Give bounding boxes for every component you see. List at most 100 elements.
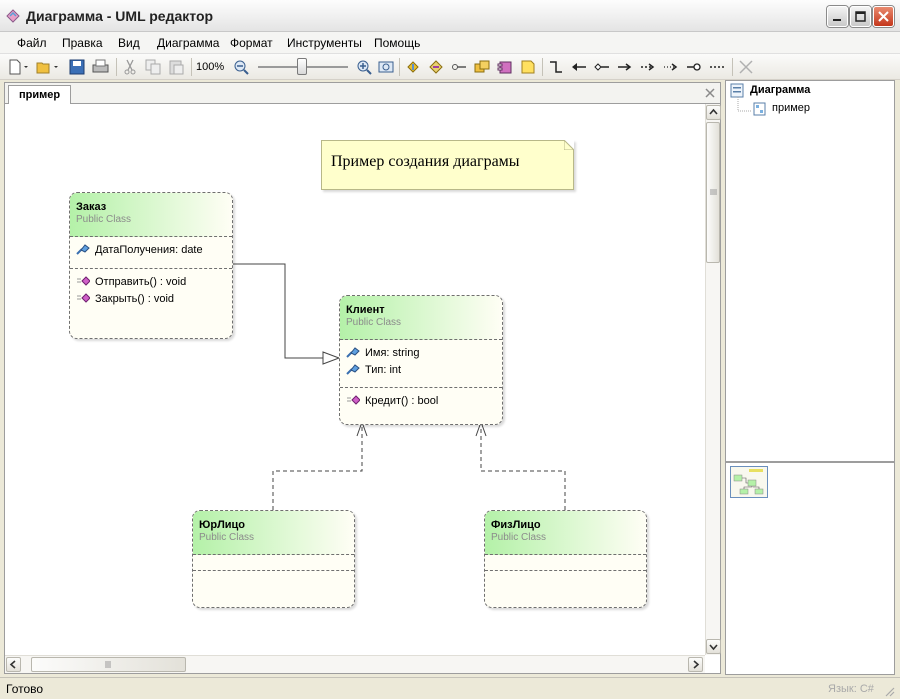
add-component-button[interactable] [495, 57, 515, 77]
chevron-down-icon [709, 644, 718, 651]
page-icon [753, 102, 766, 116]
open-folder-icon [36, 62, 58, 74]
menu-help[interactable]: Помощь [374, 36, 421, 50]
field-label: ДатаПолучения: date [95, 244, 203, 256]
dashed-arrow-icon [641, 63, 655, 71]
horizontal-scroll-thumb[interactable] [31, 657, 186, 672]
zoom-fit-button[interactable] [376, 57, 396, 77]
vertical-scroll-thumb[interactable] [706, 122, 720, 263]
connector-realization-button[interactable] [661, 57, 681, 77]
add-note-button[interactable] [518, 57, 538, 77]
menu-tools[interactable]: Инструменты [287, 36, 362, 50]
scroll-up-button[interactable] [706, 105, 721, 120]
class-fizlitso[interactable]: ФизЛицо Public Class [484, 510, 647, 608]
method-row[interactable]: Кредит() : bool [346, 393, 496, 410]
horizontal-scrollbar[interactable] [5, 655, 705, 673]
package-tool-icon [474, 60, 490, 73]
chevron-right-icon [693, 660, 700, 669]
connector-inheritance-button[interactable] [569, 57, 589, 77]
connector-lollipop-button[interactable] [684, 57, 704, 77]
minimize-button[interactable] [827, 6, 848, 27]
grip-icon [710, 189, 717, 195]
zoom-out-button[interactable] [231, 57, 251, 77]
print-button[interactable] [90, 57, 110, 77]
vertical-scrollbar[interactable] [705, 104, 721, 655]
copy-button[interactable] [143, 57, 163, 77]
scroll-left-button[interactable] [6, 657, 21, 672]
method-row[interactable]: Закрыть() : void [76, 291, 226, 308]
note-text: Пример создания диаграмы [331, 153, 520, 170]
class-yurlitso[interactable]: ЮрЛицо Public Class [192, 510, 355, 608]
menu-edit[interactable]: Правка [62, 36, 103, 50]
menu-view[interactable]: Вид [118, 36, 140, 50]
scroll-right-button[interactable] [688, 657, 703, 672]
close-tab-icon[interactable] [703, 86, 717, 100]
class-stereotype: Public Class [76, 214, 132, 225]
maximize-icon [855, 11, 866, 22]
tree-lines [737, 97, 752, 112]
open-button[interactable] [34, 57, 58, 77]
cut-button[interactable] [120, 57, 140, 77]
class-klient[interactable]: Клиент Public Class Имя: string Тип: int… [339, 295, 503, 425]
language-indicator: Язык: C# [828, 683, 874, 695]
fields-section [193, 555, 354, 571]
resize-grip-icon[interactable] [884, 686, 896, 698]
inheritance-fizlitso [480, 426, 566, 510]
component-tool-icon [497, 61, 512, 74]
new-button[interactable] [6, 57, 28, 77]
scroll-down-button[interactable] [706, 639, 721, 654]
connector-aggregation-button[interactable] [592, 57, 612, 77]
add-interface-button[interactable] [426, 57, 446, 77]
status-text: Готово [6, 682, 44, 696]
methods-section [485, 571, 646, 581]
zoom-level: 100% [196, 61, 225, 73]
add-association-button[interactable] [449, 57, 469, 77]
tree-root-diagram[interactable]: Диаграмма [750, 84, 811, 96]
menu-file[interactable]: Файл [17, 36, 47, 50]
zoom-in-button[interactable] [354, 57, 374, 77]
close-button[interactable] [873, 6, 894, 27]
connector-elbow-button[interactable] [546, 57, 566, 77]
method-label: Кредит() : bool [365, 395, 439, 407]
diagram-canvas[interactable]: Пример создания диаграмы Заказ Public Cl… [5, 104, 705, 655]
tree-item-primer[interactable]: пример [772, 102, 811, 114]
grip-icon [105, 661, 111, 668]
note-fold [564, 140, 574, 150]
class-name: Клиент [346, 304, 385, 316]
connector-dependency-button[interactable] [638, 57, 658, 77]
field-icon [346, 364, 360, 375]
menu-format[interactable]: Формат [230, 36, 273, 50]
method-row[interactable]: Отправить() : void [76, 274, 226, 291]
minimize-icon [833, 19, 841, 21]
connectors [233, 263, 566, 510]
add-class-button[interactable] [403, 57, 423, 77]
dotted-arrow-icon [664, 63, 678, 71]
diagram-note[interactable]: Пример создания диаграмы [321, 140, 574, 190]
delete-icon [739, 60, 753, 74]
delete-button[interactable] [736, 57, 756, 77]
connector-arrow-button[interactable] [615, 57, 635, 77]
save-button[interactable] [67, 57, 87, 77]
method-label: Отправить() : void [95, 276, 187, 288]
arrow-right-icon [618, 63, 632, 71]
cut-icon [124, 59, 136, 75]
field-icon [76, 244, 90, 255]
zoom-slider-thumb[interactable] [297, 58, 307, 75]
maximize-button[interactable] [850, 6, 871, 27]
association-arrowhead [322, 351, 341, 365]
zoom-fit-icon [378, 61, 394, 73]
status-bar: Готово Язык: C# [0, 677, 900, 699]
class-zakaz[interactable]: Заказ Public Class ДатаПолучения: date О… [69, 192, 233, 339]
association-line [233, 263, 323, 359]
field-row[interactable]: Тип: int [346, 362, 496, 379]
method-label: Закрыть() : void [95, 293, 175, 305]
diagram-thumbnail[interactable] [730, 466, 768, 498]
thumbnail-preview-icon [733, 469, 764, 495]
paste-button[interactable] [166, 57, 186, 77]
connector-dashed-button[interactable] [707, 57, 727, 77]
add-package-button[interactable] [472, 57, 492, 77]
field-row[interactable]: ДатаПолучения: date [76, 242, 226, 259]
menu-diagram[interactable]: Диаграмма [157, 36, 220, 50]
field-row[interactable]: Имя: string [346, 345, 496, 362]
tab-primer[interactable]: пример [8, 85, 72, 105]
